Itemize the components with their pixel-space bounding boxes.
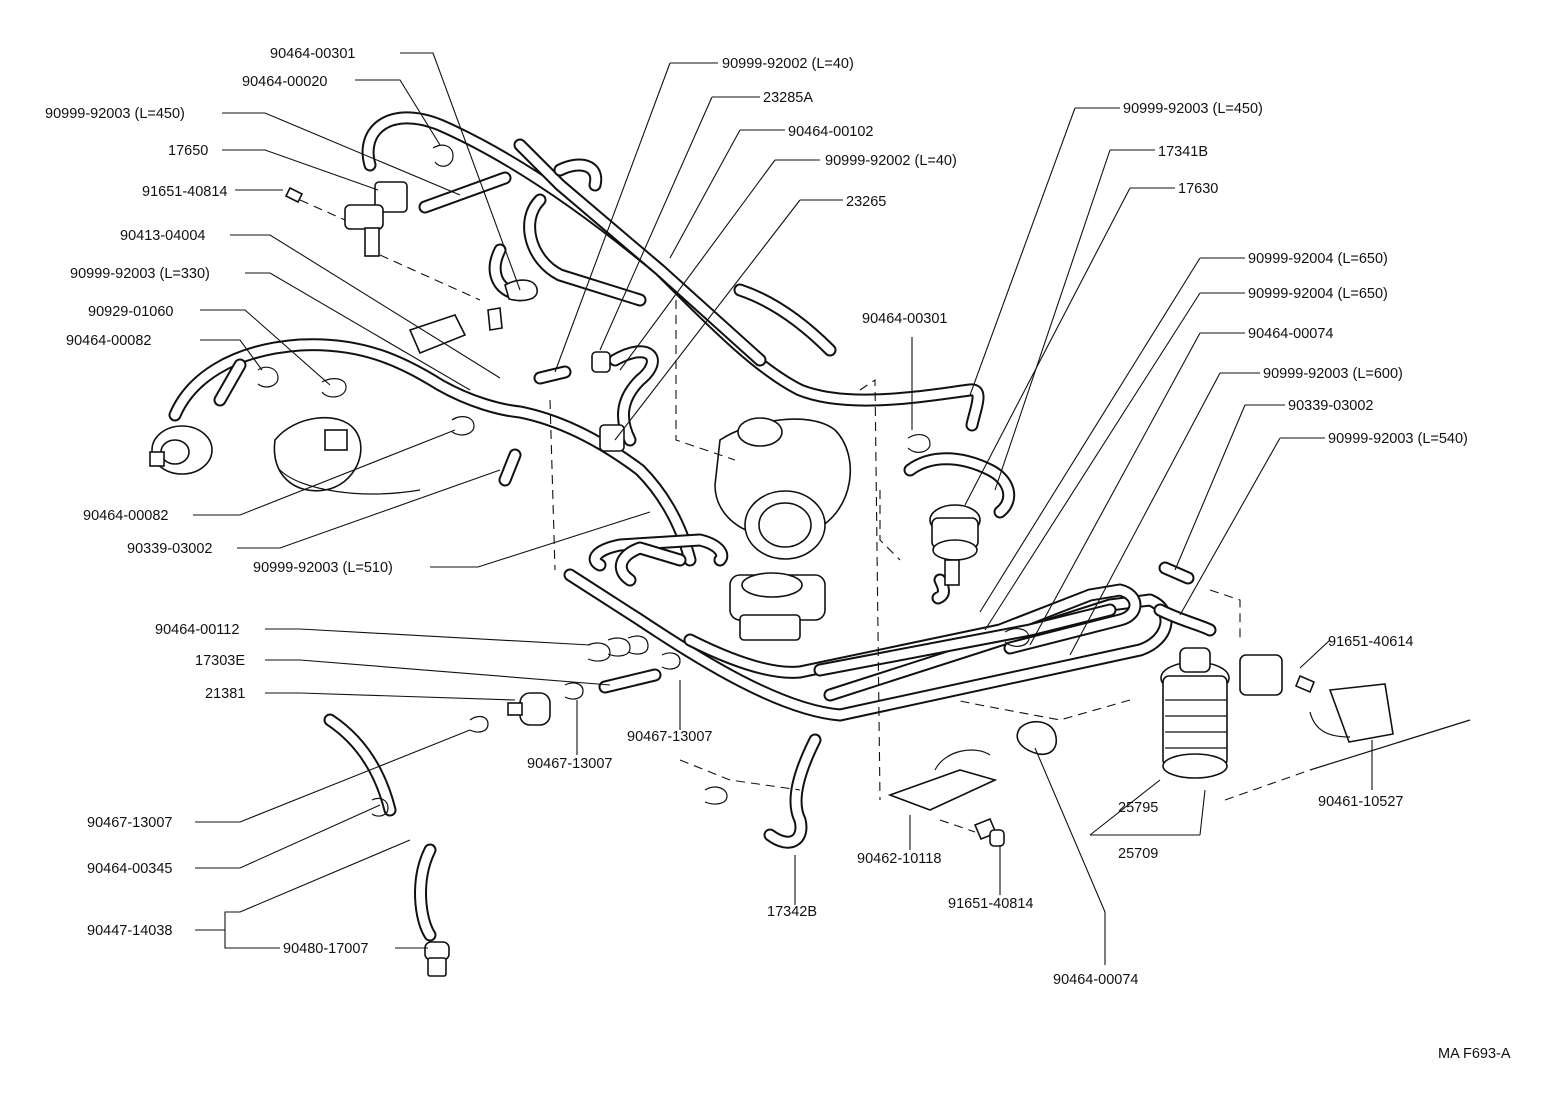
callout-label: 90999-92003 (L=600) <box>1263 366 1403 382</box>
callout-label: 90339-03002 <box>127 541 212 557</box>
callout-label: 17650 <box>168 143 208 159</box>
callout-label: 90999-92004 (L=650) <box>1248 286 1388 302</box>
callout-label: 90999-92003 (L=330) <box>70 266 210 282</box>
callout-label: 90464-00301 <box>270 46 355 62</box>
callout-label: 90467-13007 <box>527 756 612 772</box>
callout-label: 90999-92004 (L=650) <box>1248 251 1388 267</box>
callout-label: 90929-01060 <box>88 304 173 320</box>
callout-label: 90464-00301 <box>862 311 947 327</box>
callout-label: 23265 <box>846 194 886 210</box>
callout-label: 90480-17007 <box>283 941 368 957</box>
callout-label: 90999-92003 (L=540) <box>1328 431 1468 447</box>
callout-label: 25709 <box>1118 846 1158 862</box>
callout-label: 25795 <box>1118 800 1158 816</box>
callout-label: 90999-92003 (L=450) <box>45 106 185 122</box>
callout-label: 90462-10118 <box>857 851 941 867</box>
components <box>149 144 1394 977</box>
callout-label: 90464-00102 <box>788 124 873 140</box>
callout-labels: 90464-00301 90464-00020 90999-92003 (L=4… <box>45 46 1511 1062</box>
callout-label: 90464-00082 <box>66 333 151 349</box>
callout-label: 90339-03002 <box>1288 398 1373 414</box>
callout-label: 90467-13007 <box>627 729 712 745</box>
dashed-reference-lines <box>299 199 1471 833</box>
callout-label: 17303E <box>195 653 245 669</box>
callout-label: 90464-00082 <box>83 508 168 524</box>
callout-label: 90999-92002 (L=40) <box>825 153 957 169</box>
callout-label: 90467-13007 <box>87 815 172 831</box>
callout-label: 90413-04004 <box>120 228 205 244</box>
callout-label: 90447-14038 <box>87 923 172 939</box>
callout-label: 90464-00074 <box>1053 972 1138 988</box>
diagram-code: MA F693-A <box>1438 1046 1511 1062</box>
callout-label: 21381 <box>205 686 245 702</box>
callout-label: 91651-40814 <box>142 184 227 200</box>
callout-label: 91651-40814 <box>948 896 1033 912</box>
callout-label: 90999-92003 (L=510) <box>253 560 393 576</box>
hose-routing <box>168 111 1217 942</box>
callout-label: 17342B <box>767 904 817 920</box>
callout-label: 90999-92003 (L=450) <box>1123 101 1263 117</box>
callout-label: 90999-92002 (L=40) <box>722 56 854 72</box>
callout-label: 23285A <box>763 90 813 106</box>
callout-label: 90464-00020 <box>242 74 327 90</box>
callout-label: 90464-00345 <box>87 861 172 877</box>
leader-lines <box>193 52 1373 965</box>
callout-label: 90464-00112 <box>155 622 239 638</box>
callout-label: 91651-40614 <box>1328 634 1413 650</box>
callout-label: 17630 <box>1178 181 1218 197</box>
callout-label: 17341B <box>1158 144 1208 160</box>
callout-label: 90464-00074 <box>1248 326 1333 342</box>
callout-label: 90461-10527 <box>1318 794 1403 810</box>
